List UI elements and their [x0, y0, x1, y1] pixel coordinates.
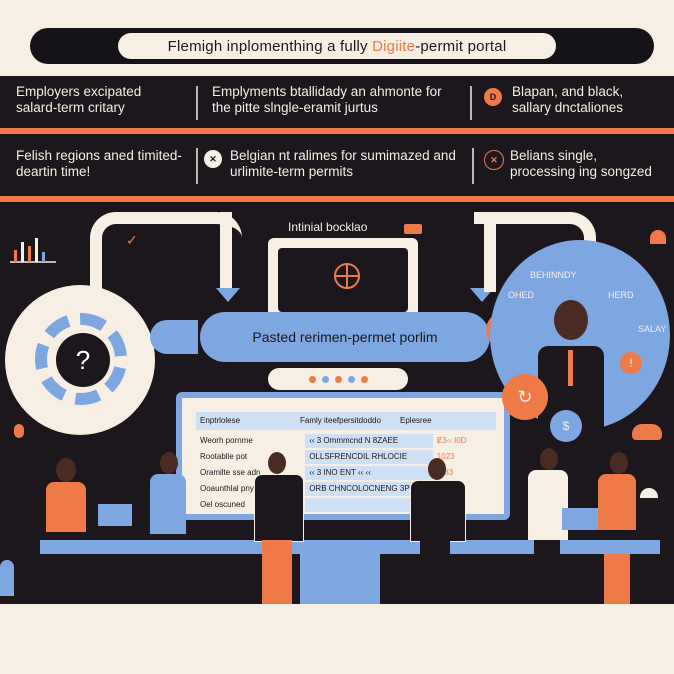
info-icon-1: D — [484, 88, 502, 106]
info-cell-2: Emplyments btallidady an ahmonte for the… — [212, 84, 442, 115]
person-leg — [158, 554, 182, 604]
ring-label-top: BEHINNDY — [530, 270, 577, 280]
carousel-dots — [268, 368, 408, 390]
title-prefix: Flemigh inplomenthing a fully — [167, 37, 368, 55]
laptop-icon — [98, 504, 132, 526]
person-head — [428, 458, 446, 480]
lamp-icon — [640, 488, 658, 498]
divider — [196, 86, 198, 120]
person-figure — [150, 474, 186, 534]
person-figure — [410, 480, 466, 542]
desk — [40, 540, 660, 554]
person-figure — [598, 474, 636, 530]
divider — [196, 148, 198, 184]
divider — [470, 86, 472, 120]
person-leg — [420, 540, 450, 604]
table-header-cell: Enptrlolese — [200, 416, 241, 425]
person-leg — [262, 540, 292, 604]
backlog-label: Intinial bocklao — [288, 220, 368, 234]
person-head — [610, 452, 628, 474]
monitor — [268, 238, 418, 322]
info-bottom-stripe — [0, 196, 674, 204]
close-icon: ✕ — [204, 150, 222, 168]
person-leg — [534, 540, 560, 604]
avatar — [554, 300, 588, 340]
ring-label-side: SALAY — [638, 324, 667, 334]
cloud-icon — [632, 424, 662, 440]
info-cell-5: Belgian nt ralimes for sumimazed and url… — [230, 148, 456, 179]
divider — [472, 148, 474, 184]
info-cell-3: Blapan, and black, sallary dnctaliones — [512, 84, 624, 115]
person-figure — [46, 482, 86, 532]
user-icon — [650, 230, 666, 244]
info-icon-2: ✕ — [484, 150, 504, 170]
ring-label-left: OHED — [508, 290, 535, 300]
info-cell-4: Felish regions aned timited-deartin time… — [16, 148, 182, 179]
plant-icon — [0, 560, 14, 596]
person-head — [56, 458, 76, 482]
person-leg — [56, 554, 68, 604]
table-row[interactable]: Oel oscuned — [196, 498, 496, 512]
person-head — [160, 452, 178, 474]
ring-label-right: HERD — [608, 290, 634, 300]
person-figure — [254, 474, 304, 542]
person-head — [268, 452, 286, 474]
laptop-icon — [562, 508, 598, 530]
truck-icon — [404, 224, 422, 234]
desk-stand — [300, 554, 380, 604]
title-accent: Digiite — [372, 37, 416, 55]
flow-pipe — [484, 212, 496, 292]
chart-icon — [10, 238, 56, 263]
info-band — [0, 76, 674, 202]
dollar-icon: $ — [550, 410, 582, 442]
page-title: Flemigh inplomenthing a fully Digiite-pe… — [118, 33, 556, 59]
info-divider — [0, 128, 674, 134]
flow-pipe — [218, 212, 232, 292]
refresh-icon: ↻ — [502, 374, 548, 420]
arrow-down-icon — [216, 288, 240, 302]
tie — [568, 350, 573, 386]
person-leg — [604, 554, 630, 604]
title-suffix: -permit portal — [415, 37, 507, 55]
badge-icon: ! — [620, 352, 642, 374]
info-cell-6: Belians single, processing ing songzed — [510, 148, 652, 179]
table-header: Enptrlolese Famly iteefpersitdoddo Eples… — [196, 412, 496, 430]
person-head — [540, 448, 558, 470]
info-cell-1: Employers excipated salard-term critary — [16, 84, 142, 115]
portal-bar[interactable]: Pasted rerimen-permet porlim — [150, 312, 490, 362]
person-figure — [528, 470, 568, 540]
check-icon: ✓ — [126, 232, 138, 248]
table-header-cell: Eplesree — [400, 416, 432, 425]
floor — [0, 604, 674, 674]
table-header-cell: Famly iteefpersitdoddo — [300, 416, 381, 425]
portal-label: Pasted rerimen-permet porlim — [252, 329, 438, 345]
table-row[interactable]: Oramilte sse adn‹‹ 3 INO ENT ‹‹ ‹‹IK83 — [196, 466, 496, 480]
question-icon: ? — [56, 333, 110, 387]
bulb-icon — [14, 424, 24, 438]
globe-line — [334, 275, 360, 277]
